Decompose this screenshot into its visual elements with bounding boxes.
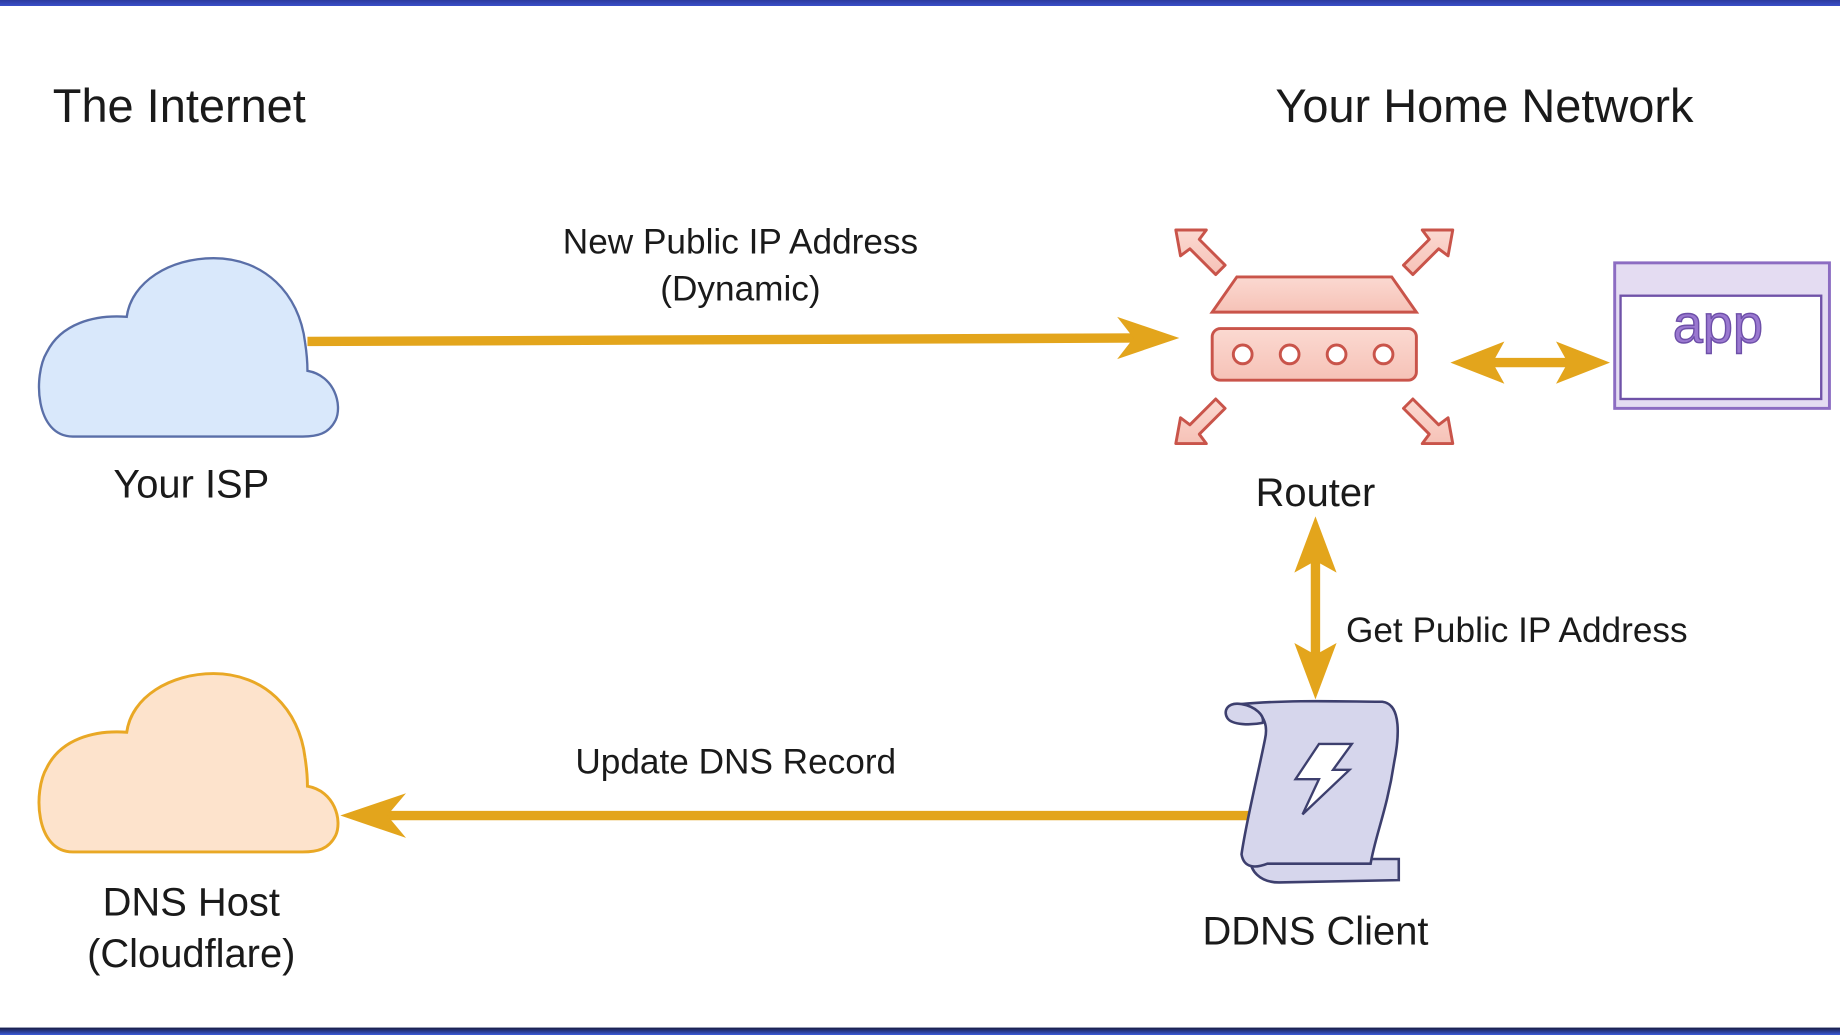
isp-node: Your ISP [37, 256, 340, 507]
router-label: Router [1256, 471, 1376, 515]
ddns-client-node: DDNS Client [1202, 699, 1428, 954]
edge-router-app [1450, 341, 1610, 384]
dns-host-node: DNS Host (Cloudflare) [37, 672, 340, 976]
isp-label: Your ISP [113, 463, 269, 507]
edge-label-new-ip-line2: (Dynamic) [660, 269, 820, 308]
app-label: app [1673, 295, 1763, 355]
app-node: app [1613, 261, 1831, 410]
arrowhead-icon [1294, 643, 1337, 700]
top-border [0, 0, 1840, 6]
edge-isp-to-router: New Public IP Address (Dynamic) [307, 222, 1180, 360]
edge-router-ddns: Get Public IP Address [1294, 516, 1688, 700]
router-icon [1174, 228, 1455, 446]
section-title-internet: The Internet [53, 80, 306, 132]
bottom-border [0, 1027, 1840, 1035]
app-window-icon [1613, 261, 1831, 410]
cloud-icon [37, 672, 340, 854]
cloud-icon [37, 256, 340, 438]
arrowhead-icon [1294, 516, 1337, 573]
edge-label-update-dns: Update DNS Record [575, 742, 896, 781]
ddns-client-label: DDNS Client [1202, 910, 1428, 954]
dns-host-label-line1: DNS Host [103, 880, 280, 924]
arrowhead-icon [1450, 341, 1505, 384]
section-title-home-network: Your Home Network [1275, 80, 1694, 132]
script-scroll-icon [1224, 699, 1401, 884]
edge-label-new-ip-line1: New Public IP Address [563, 222, 918, 261]
lightning-icon [1293, 742, 1355, 816]
router-node: Router [1174, 228, 1455, 515]
arrowhead-icon [1117, 316, 1180, 360]
edge-label-get-public-ip: Get Public IP Address [1346, 611, 1688, 650]
expand-arrows-icon [1174, 228, 1455, 446]
arrowhead-icon [1556, 341, 1610, 384]
dns-host-label-line2: (Cloudflare) [87, 932, 295, 976]
arrowhead-icon [340, 793, 407, 838]
edge-ddns-to-dns: Update DNS Record [340, 742, 1258, 838]
